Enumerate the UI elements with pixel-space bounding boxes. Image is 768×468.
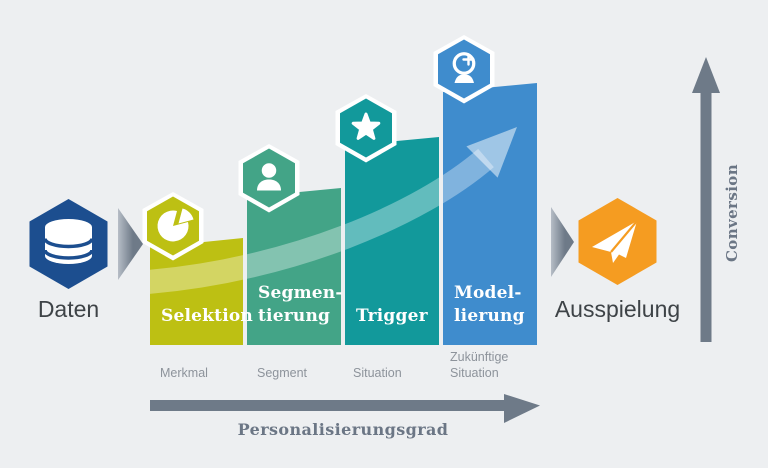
x-axis-label: Personalisierungsgrad (237, 420, 449, 439)
step-label-segmentierung: Segmen- tierung (258, 283, 343, 326)
database-icon (43, 219, 94, 264)
pie-chart-icon (157, 208, 194, 242)
step-sublabel-situation: Situation (353, 365, 402, 380)
hexagon-modellierung (438, 39, 490, 99)
step-sublabel-zukuenftige-situation: Zukünftige Situation (450, 349, 509, 380)
paper-plane-icon (592, 220, 638, 263)
crystal-ball-icon (452, 52, 476, 83)
step-sublabel-merkmal: Merkmal (160, 365, 208, 380)
trend-arrow (150, 127, 517, 294)
flow-arrow-left-icon (118, 208, 143, 280)
trend-arrowhead-icon (466, 127, 517, 178)
bar-trigger (345, 137, 439, 345)
person-icon (257, 163, 281, 191)
bar-selektion (150, 238, 243, 345)
y-axis-arrow (692, 57, 720, 342)
x-axis-arrow (150, 394, 540, 423)
step-label-trigger: Trigger (356, 305, 428, 326)
y-axis-label: Conversion (723, 163, 741, 263)
output-node-label: Ausspielung (554, 296, 681, 322)
input-node-label: Daten (37, 296, 100, 322)
flow-arrow-right-icon (551, 207, 574, 277)
star-icon (351, 112, 381, 140)
step-label-selektion: Selektion (161, 305, 253, 326)
bar-modellierung (443, 83, 537, 345)
step-label-modellierung: Model- lierung (454, 283, 525, 326)
hexagon-segmentierung (243, 148, 295, 208)
step-sublabel-segment: Segment (257, 365, 308, 380)
bar-segmentierung (247, 188, 341, 345)
